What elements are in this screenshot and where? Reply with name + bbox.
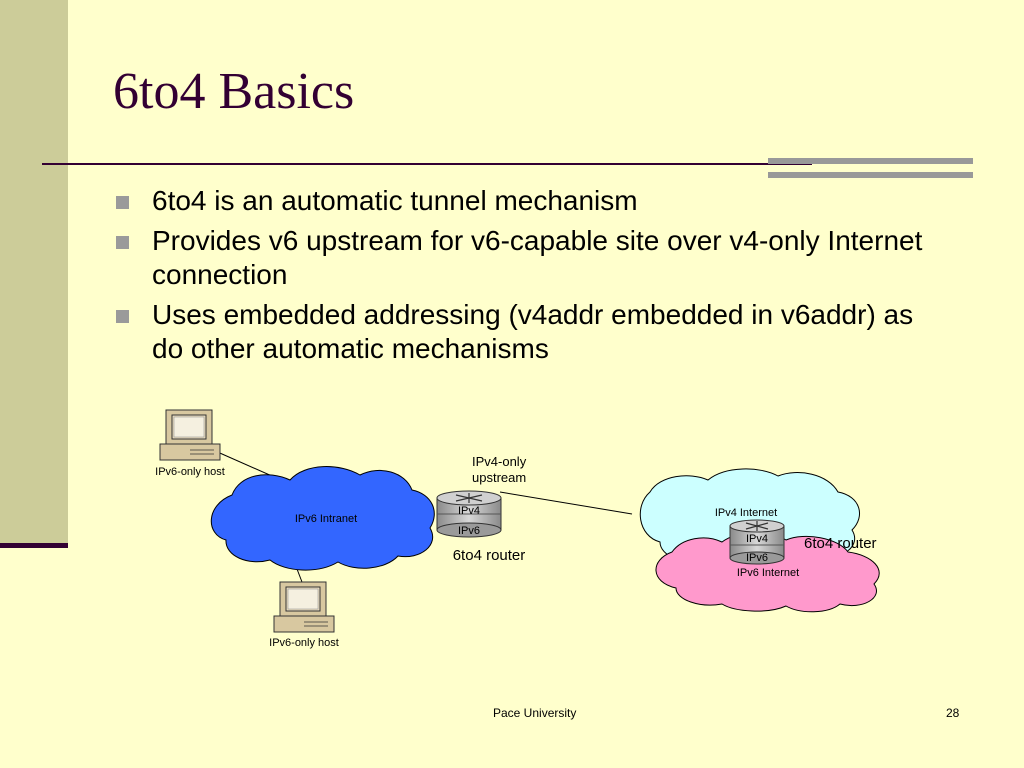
bullet-list: 6to4 is an automatic tunnel mechanism Pr… [113, 184, 933, 372]
router1-ipv4-label: IPv4 [458, 505, 480, 517]
router2-caption: 6to4 router [804, 535, 877, 552]
bullet-item: Provides v6 upstream for v6-capable site… [113, 224, 933, 292]
title-accent-bar-top [768, 158, 973, 164]
ipv4-internet-label: IPv4 Internet [715, 507, 777, 519]
bullet-text: Uses embedded addressing (v4addr embedde… [152, 299, 914, 364]
bullet-item: 6to4 is an automatic tunnel mechanism [113, 184, 933, 218]
title-divider [42, 163, 812, 165]
computer-icon [159, 409, 221, 461]
left-decorative-rule [0, 543, 68, 548]
computer-icon [273, 581, 335, 633]
router-icon [436, 490, 502, 538]
host-top-label: IPv6-only host [155, 466, 225, 478]
page-number: 28 [946, 706, 960, 720]
upstream-label-line1: IPv4-only [472, 454, 527, 469]
router-icon [729, 519, 785, 565]
bullet-square-icon [116, 236, 129, 249]
left-decorative-band [0, 0, 68, 547]
router2-ipv6-label: IPv6 [746, 552, 768, 564]
bullet-text: 6to4 is an automatic tunnel mechanism [152, 185, 638, 216]
ipv6-intranet-cloud [210, 466, 435, 571]
ipv6-internet-label: IPv6 Internet [737, 567, 799, 579]
router2-ipv4-label: IPv4 [746, 533, 768, 545]
ipv6-intranet-label: IPv6 Intranet [295, 513, 357, 525]
upstream-label-line2: upstream [472, 470, 526, 485]
router1-caption: 6to4 router [453, 547, 526, 564]
router1-ipv6-label: IPv6 [458, 525, 480, 537]
bullet-square-icon [116, 196, 129, 209]
slide-title: 6to4 Basics [113, 63, 355, 120]
bullet-item: Uses embedded addressing (v4addr embedde… [113, 298, 933, 366]
bullet-text: Provides v6 upstream for v6-capable site… [152, 225, 923, 290]
title-accent-bar-bottom [768, 172, 973, 178]
bullet-square-icon [116, 310, 129, 323]
host-bottom-label: IPv6-only host [269, 637, 339, 649]
ipv4-upstream-link [499, 491, 633, 515]
footer-institution: Pace University [493, 706, 577, 720]
